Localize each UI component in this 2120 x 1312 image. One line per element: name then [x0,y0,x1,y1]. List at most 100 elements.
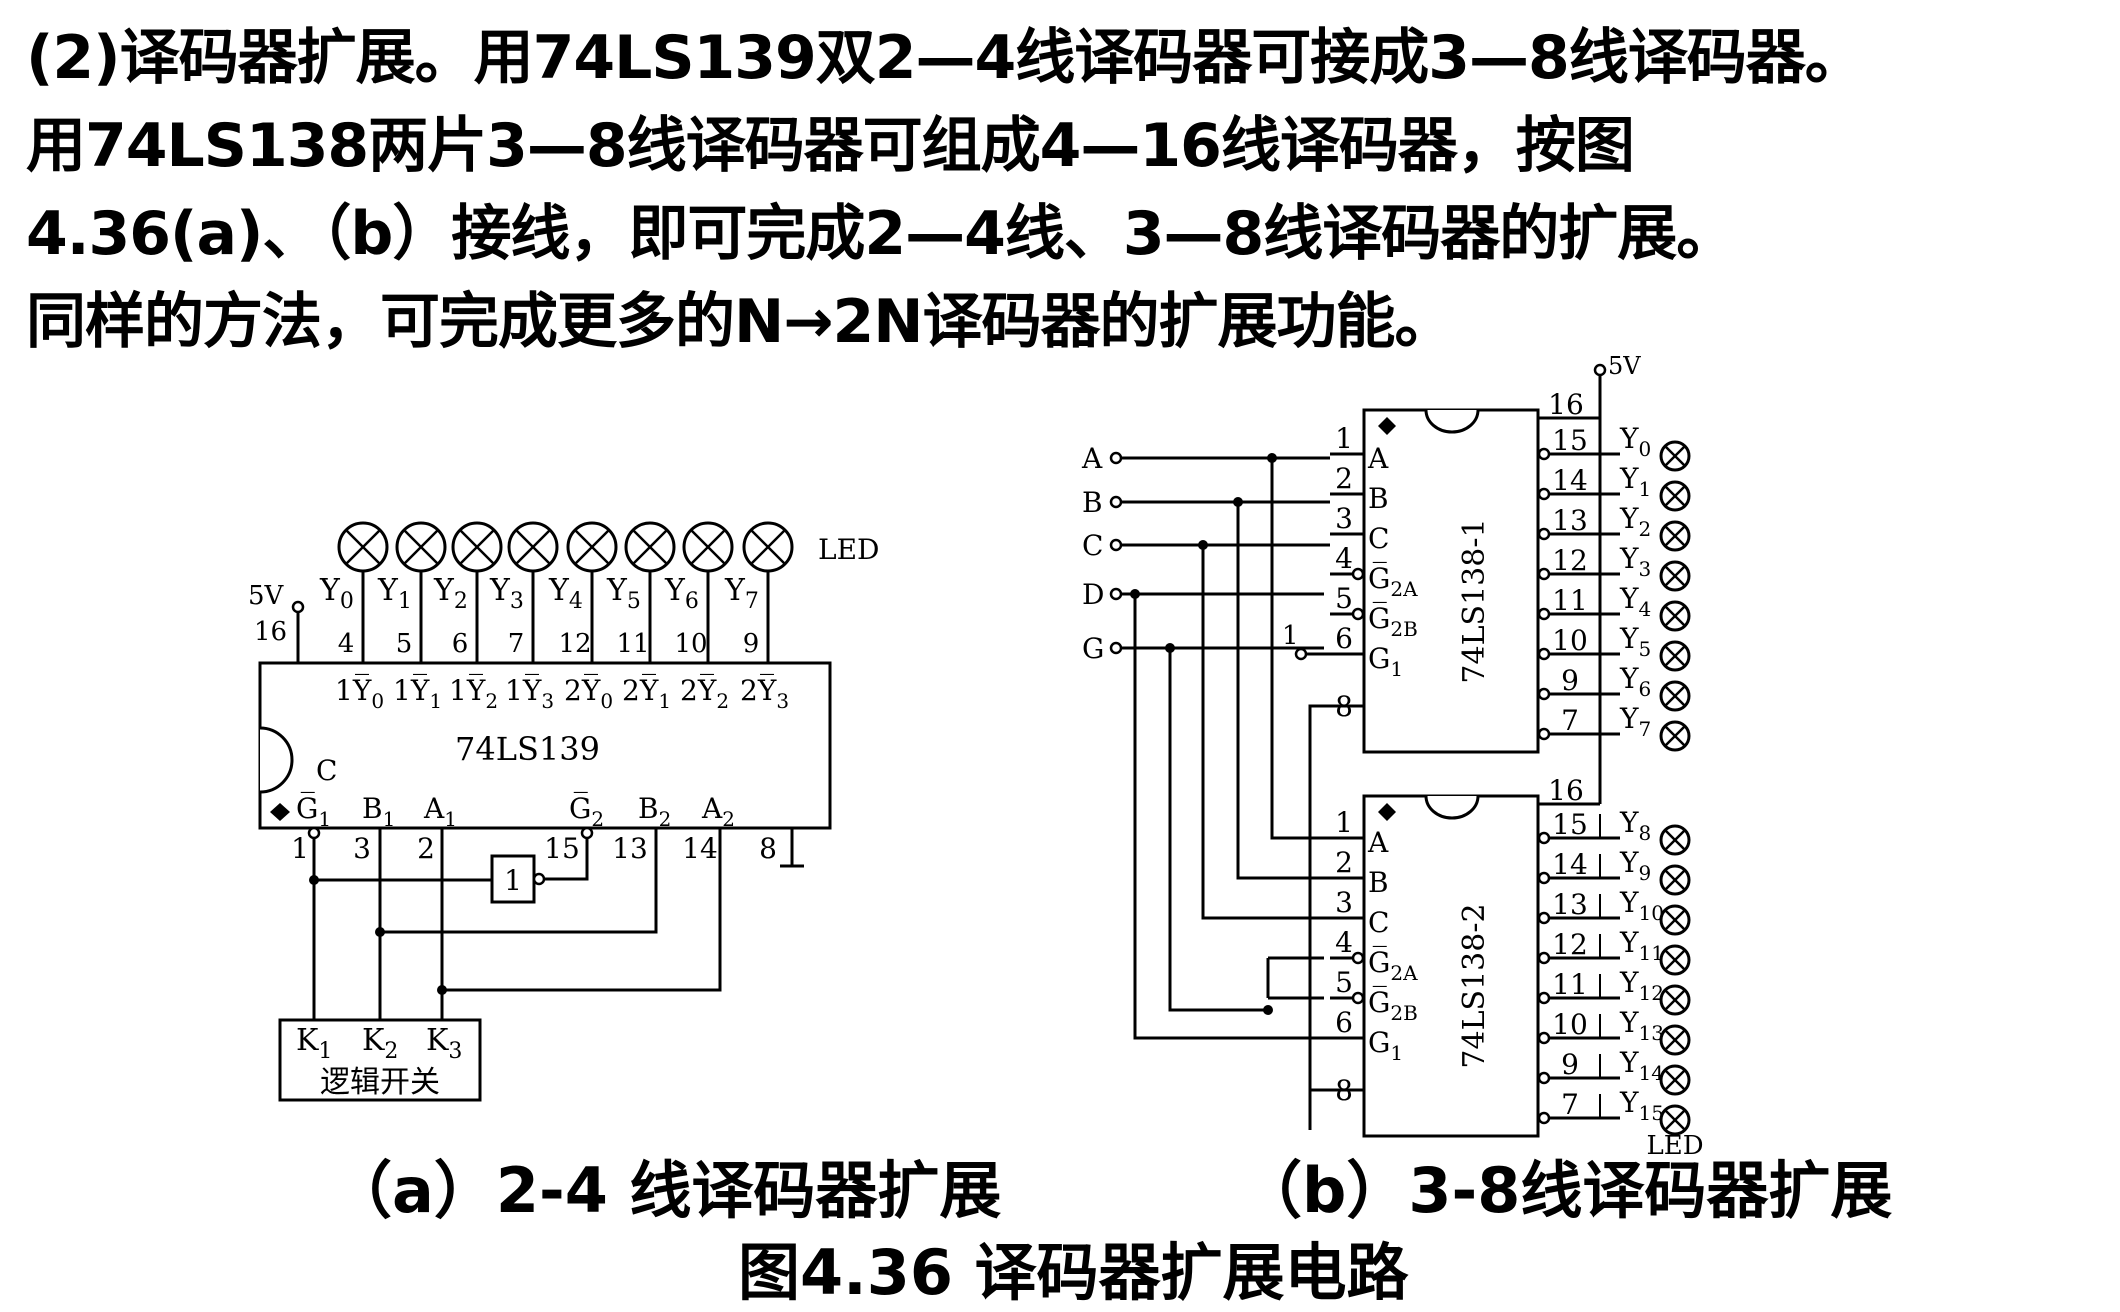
output-label-y1: Y1 [1619,462,1651,501]
junction-dot [309,875,319,885]
led-cross [1664,485,1686,507]
output-pin-number: 7 [1561,1088,1579,1121]
input-label-a: A [1081,442,1103,475]
output-bubble [1537,951,1551,965]
output-pin-number: 7 [1561,704,1579,737]
output-label-y4: Y4 [548,573,583,614]
output-bubble [1537,1071,1551,1085]
intro-paragraph: (2)译码器扩展。用74LS139双2—4线译码器可接成3—8线译码器。 用74… [26,14,2116,366]
led-cross [1664,445,1686,467]
output-label-y5: Y5 [606,573,641,614]
output-bubble [1537,487,1551,501]
k2-to-b2 [380,848,658,934]
output-label-y2: Y2 [433,573,468,614]
chip-notch [259,726,294,794]
input-pin-number: 13 [612,832,648,865]
left-pin-number: 6 [1335,1006,1353,1039]
input-label-d: D [1082,578,1104,611]
paragraph-line-3: 4.36(a)、（b）接线，即可完成2—4线、3—8线译码器的扩展。 [26,199,1736,269]
led-cross [515,529,551,565]
vcc-pin-number: 16 [1548,774,1584,807]
chip-74ls138-2-body [1362,794,1540,1138]
junction-dot [1198,540,1208,550]
output-label-y2: Y2 [1619,502,1651,541]
left-pin-number: 3 [1335,502,1353,535]
supply-label-b: 5V [1608,352,1641,380]
input-pin-number: 2 [417,832,435,865]
led-cross [1664,949,1686,971]
input-label-b: B [1082,486,1103,519]
active-low-bubble [1351,991,1365,1005]
output-label-y6: Y6 [664,573,699,614]
led-cross [459,529,495,565]
output-label-y11: Y11 [1619,926,1664,965]
led-cross [632,529,668,565]
left-pin-label: B [1368,482,1389,515]
chip-74ls138-2-label: 74LS138-2 [1457,903,1492,1068]
gnd-pin-number: 8 [759,832,777,865]
junction-dot [1165,643,1175,653]
output-label-y12: Y12 [1619,966,1664,1005]
led-cross [750,529,786,565]
output-label-y9: Y9 [1619,846,1651,885]
output-label-y3: Y3 [1619,542,1651,581]
output-pin-number: 10 [674,629,707,659]
junction-dot [1263,1005,1273,1015]
output-bubble [1537,831,1551,845]
output-pin-number: 14 [1552,464,1588,497]
input-label-g: G [1082,632,1104,665]
pin16-label: 16 [254,617,287,647]
left-pin-number: 1 [1335,422,1353,455]
output-pin-number: 12 [1552,928,1588,961]
output-label-y0: Y0 [319,573,354,614]
led-cross [574,529,610,565]
led-cross [345,529,381,565]
led-cross [1664,1029,1686,1051]
output-pin-number: 6 [452,629,469,659]
vcc-pin-number: 16 [1548,388,1584,421]
output-label-y15: Y15 [1619,1086,1664,1125]
output-label-y14: Y14 [1619,1046,1664,1085]
input-terminal [1109,641,1123,655]
output-pin-number: 11 [616,629,649,659]
chip-notch [1424,795,1480,820]
inverter-label: 1 [504,864,522,897]
output-label-y0: Y0 [1619,422,1651,461]
output-label-y10: Y10 [1619,886,1664,925]
port-label: 2Y̅0 [564,674,613,713]
g2-bubble [580,826,594,840]
chip-74ls139-body [258,661,832,830]
pin1-marker [270,803,290,821]
input-pin-number: 1 [291,832,309,865]
output-pin-number: 15 [1552,424,1588,457]
output-bubble [1537,911,1551,925]
junction-dot [1267,453,1277,463]
output-bubble [1537,527,1551,541]
inverter-bubble [532,872,546,886]
input-terminal [1109,451,1123,465]
led-cross [1664,909,1686,931]
d-to-chip2-g1 [1133,594,1330,1040]
port-label: 1Y̅0 [335,674,384,713]
left-pin-label: C [1368,522,1389,555]
vcc-terminal [291,600,305,614]
output-pin-number: 10 [1552,1008,1588,1041]
active-low-bubble [1351,607,1365,621]
caption-b: （b）3-8线译码器扩展 [1240,1154,1893,1227]
input-terminal [1109,538,1123,552]
g1-const-label: 1 [1282,621,1299,651]
led-cross [403,529,439,565]
output-bubble [1537,727,1551,741]
junction-dot [1233,497,1243,507]
led-cross [1664,725,1686,747]
output-label-y7: Y7 [1619,702,1651,741]
k3-to-a2 [442,848,722,992]
input-label: B2 [638,792,671,831]
vcc-terminal [1593,363,1607,377]
led-cross [1664,869,1686,891]
left-pin-number: 1 [1335,806,1353,839]
led-cross [1664,525,1686,547]
input-terminal [1109,495,1123,509]
